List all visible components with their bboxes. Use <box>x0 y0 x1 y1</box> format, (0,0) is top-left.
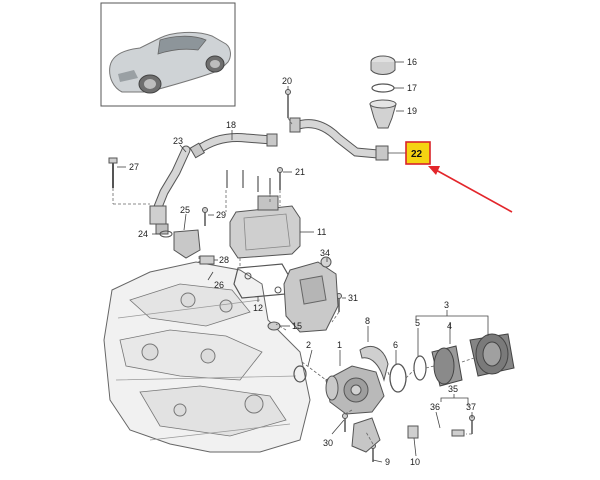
callout-27: 27 <box>129 162 139 172</box>
callout-15: 15 <box>292 321 302 331</box>
callout-25: 25 <box>180 205 190 215</box>
callout-29: 29 <box>216 210 226 220</box>
cover-plate-11 <box>229 195 301 259</box>
heat-shield-8 <box>359 346 389 382</box>
callout-19: 19 <box>407 106 417 116</box>
callout-6: 6 <box>393 340 398 350</box>
seal-ring-17 <box>371 83 395 93</box>
callout-4: 4 <box>447 321 452 331</box>
coolant-hose-22 <box>289 117 389 161</box>
pump-housing-1 <box>325 365 385 415</box>
sensor-28 <box>199 255 215 265</box>
bracket-25 <box>173 229 201 259</box>
filler-neck-19 <box>369 99 397 129</box>
bolt-36 <box>451 429 465 437</box>
callout-21: 21 <box>295 167 305 177</box>
highlight-box-22 <box>405 141 431 165</box>
seal-15 <box>267 321 281 331</box>
callout-36: 36 <box>430 402 440 412</box>
callout-10: 10 <box>410 457 420 467</box>
callout-18: 18 <box>226 120 236 130</box>
filler-cap-16 <box>370 55 396 75</box>
callout-11: 11 <box>317 227 326 237</box>
engine-block <box>103 261 311 453</box>
callout-24: 24 <box>138 229 148 239</box>
pointer-arrow <box>428 166 513 213</box>
callout-8: 8 <box>365 316 370 326</box>
callout-37: 37 <box>466 402 476 412</box>
sensor-10 <box>407 425 419 439</box>
filter-housing-3 <box>431 333 515 387</box>
callout-35: 35 <box>448 384 458 394</box>
sports-car-icon <box>109 31 231 94</box>
callout-34: 34 <box>320 248 330 258</box>
leader-lines <box>112 61 489 463</box>
callout-9: 9 <box>385 457 390 467</box>
callout-28: 28 <box>219 255 229 265</box>
coolant-pipe-23 <box>149 145 191 235</box>
callout-30: 30 <box>323 438 333 448</box>
callout-2: 2 <box>306 340 311 350</box>
callout-23: 23 <box>173 136 183 146</box>
callout-12: 12 <box>253 303 263 313</box>
callout-16: 16 <box>407 57 417 67</box>
callout-26: 26 <box>214 280 224 290</box>
coolant-pipe-18 <box>189 133 278 159</box>
vehicle-thumbnail <box>100 2 236 107</box>
callout-3: 3 <box>444 300 449 310</box>
callout-31: 31 <box>348 293 358 303</box>
seal-ring-5 <box>413 355 427 381</box>
callout-17: 17 <box>407 83 417 93</box>
callout-1: 1 <box>337 340 342 350</box>
seal-2 <box>293 365 307 383</box>
callout-5: 5 <box>415 318 420 328</box>
callout-20: 20 <box>282 76 292 86</box>
seal-ring-6 <box>389 363 407 393</box>
callout-22: 22 <box>411 149 423 160</box>
callout-labels: 16 17 19 22 20 18 23 27 21 29 25 24 11 2… <box>129 57 476 467</box>
bolts <box>108 89 475 462</box>
housing-34 <box>283 256 339 333</box>
